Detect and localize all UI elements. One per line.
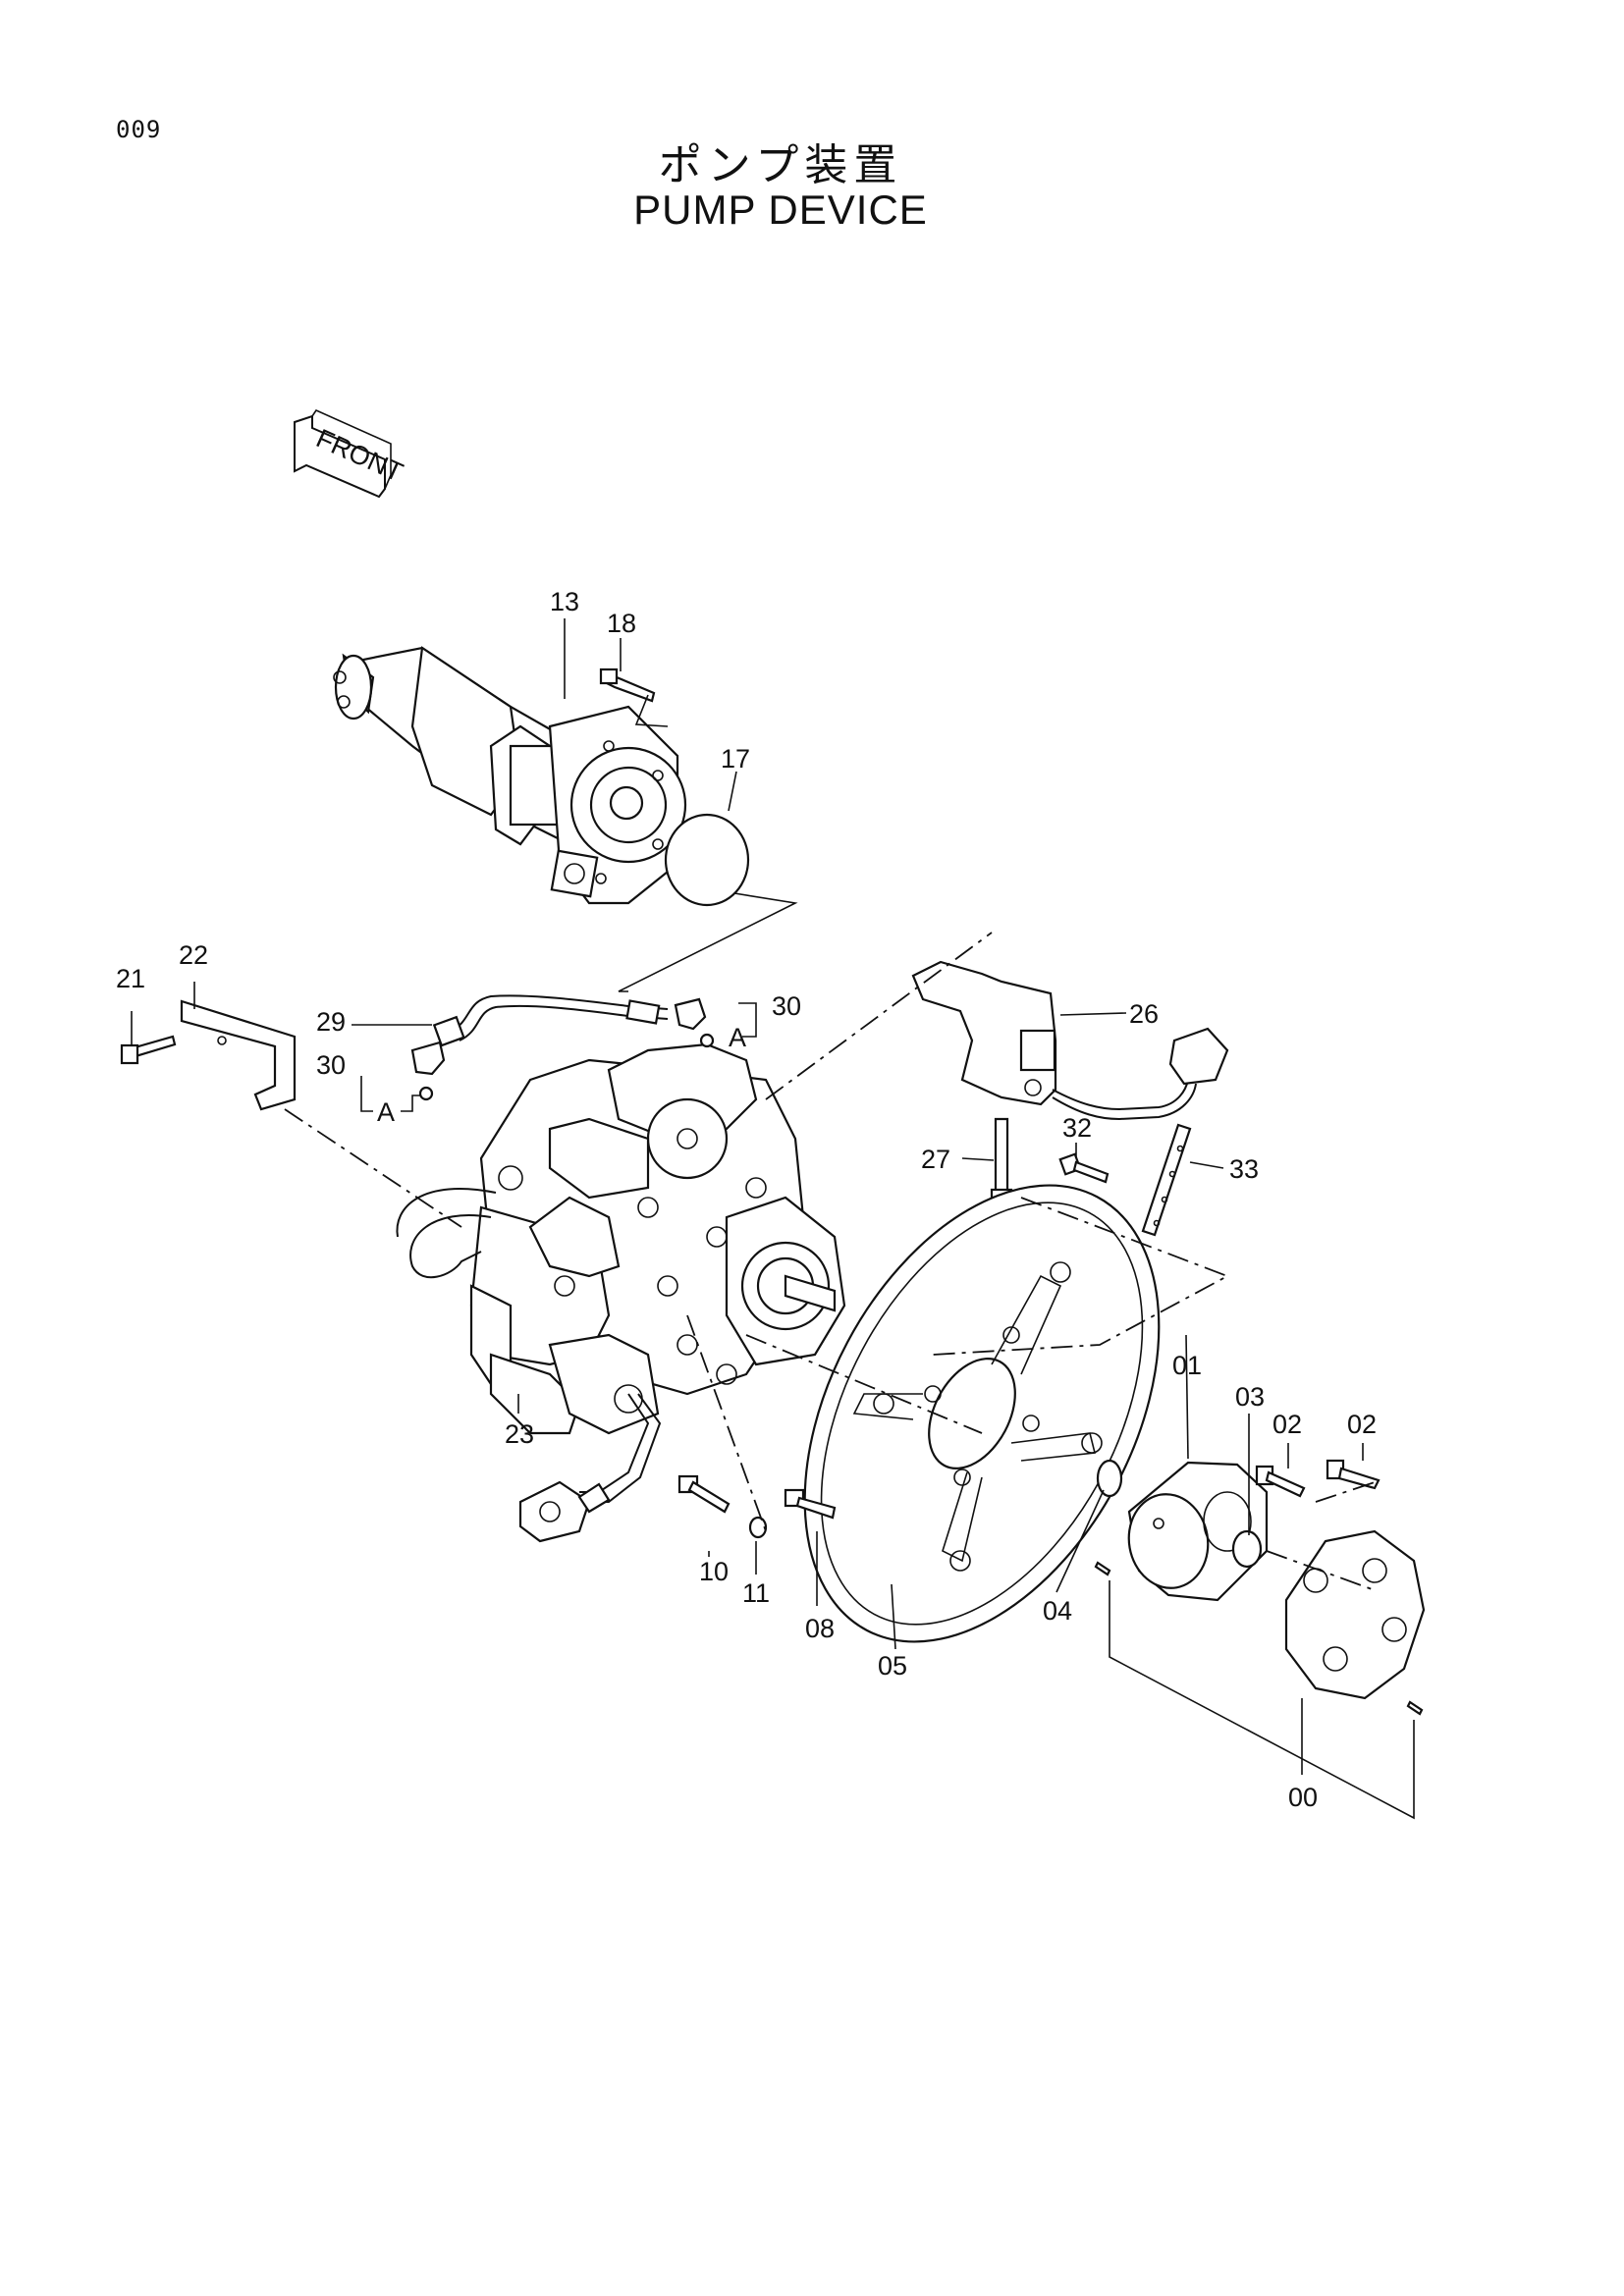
hose-29 [432, 994, 669, 1047]
callout-32: 32 [1062, 1113, 1092, 1143]
gear-pump-13 [333, 646, 687, 905]
main-pump-assembly-23 [396, 1042, 846, 1503]
centerlines [284, 932, 1376, 1591]
callout-17: 17 [721, 744, 750, 774]
bolt-10 [677, 1474, 731, 1514]
pin-right [1406, 1700, 1424, 1716]
callout-04: 04 [1043, 1596, 1072, 1626]
coupling-hub-01 [1127, 1461, 1269, 1602]
elbow-fitting-30-right [674, 997, 715, 1048]
callout-23: 23 [505, 1419, 534, 1449]
bracket-33 [1141, 1123, 1192, 1237]
bolt-02-left [1255, 1465, 1306, 1498]
callout-18: 18 [607, 609, 636, 638]
callout-05: 05 [878, 1651, 907, 1681]
callout-33: 33 [1229, 1154, 1259, 1184]
o-ring-04 [1096, 1459, 1123, 1498]
callout-30-right: 30 [772, 991, 801, 1021]
leader-lines [131, 618, 1415, 1820]
bracket-22 [180, 999, 297, 1111]
pin-left [1094, 1561, 1111, 1576]
bolt-18 [599, 667, 669, 727]
callout-30-left: 30 [316, 1050, 346, 1080]
callout-22: 22 [179, 940, 208, 970]
bolt-32 [1058, 1152, 1110, 1184]
callout-27: 27 [921, 1145, 950, 1174]
callout-13: 13 [550, 587, 579, 616]
callout-02-left: 02 [1272, 1410, 1302, 1439]
coupling-element-00 [1284, 1529, 1426, 1700]
page-title: PUMP DEVICE [633, 187, 928, 233]
callout-03: 03 [1235, 1382, 1265, 1412]
front-direction-arrow: FRONT [294, 408, 407, 499]
solenoid-valve-26 [911, 960, 1229, 1121]
washer-03 [1231, 1529, 1263, 1569]
callout-21: 21 [116, 964, 145, 993]
page-title-japanese: ポンプ装置 [658, 140, 903, 190]
washer-11 [748, 1516, 768, 1539]
callout-labels: 13 18 17 21 22 29 30 A 30 A 26 27 32 33 … [116, 587, 1377, 1812]
callout-01: 01 [1172, 1351, 1202, 1380]
callout-11: 11 [742, 1578, 770, 1608]
callout-26: 26 [1129, 999, 1159, 1029]
callout-10: 10 [699, 1557, 729, 1586]
sensor-connector [518, 1480, 611, 1543]
ref-a-left: A [377, 1097, 395, 1127]
page-code: 009 [116, 116, 162, 143]
callout-00: 00 [1288, 1783, 1318, 1812]
o-ring-17 [664, 813, 750, 907]
ref-a-right: A [729, 1023, 746, 1052]
bolt-08 [784, 1488, 837, 1520]
bolt-21 [120, 1035, 177, 1065]
elbow-fitting-30-left [410, 1041, 446, 1101]
bolt-02-right [1326, 1459, 1380, 1490]
callout-29: 29 [316, 1007, 346, 1037]
front-arrow-label: FRONT [312, 423, 407, 487]
callout-02-right: 02 [1347, 1410, 1377, 1439]
callout-08: 08 [805, 1614, 835, 1643]
